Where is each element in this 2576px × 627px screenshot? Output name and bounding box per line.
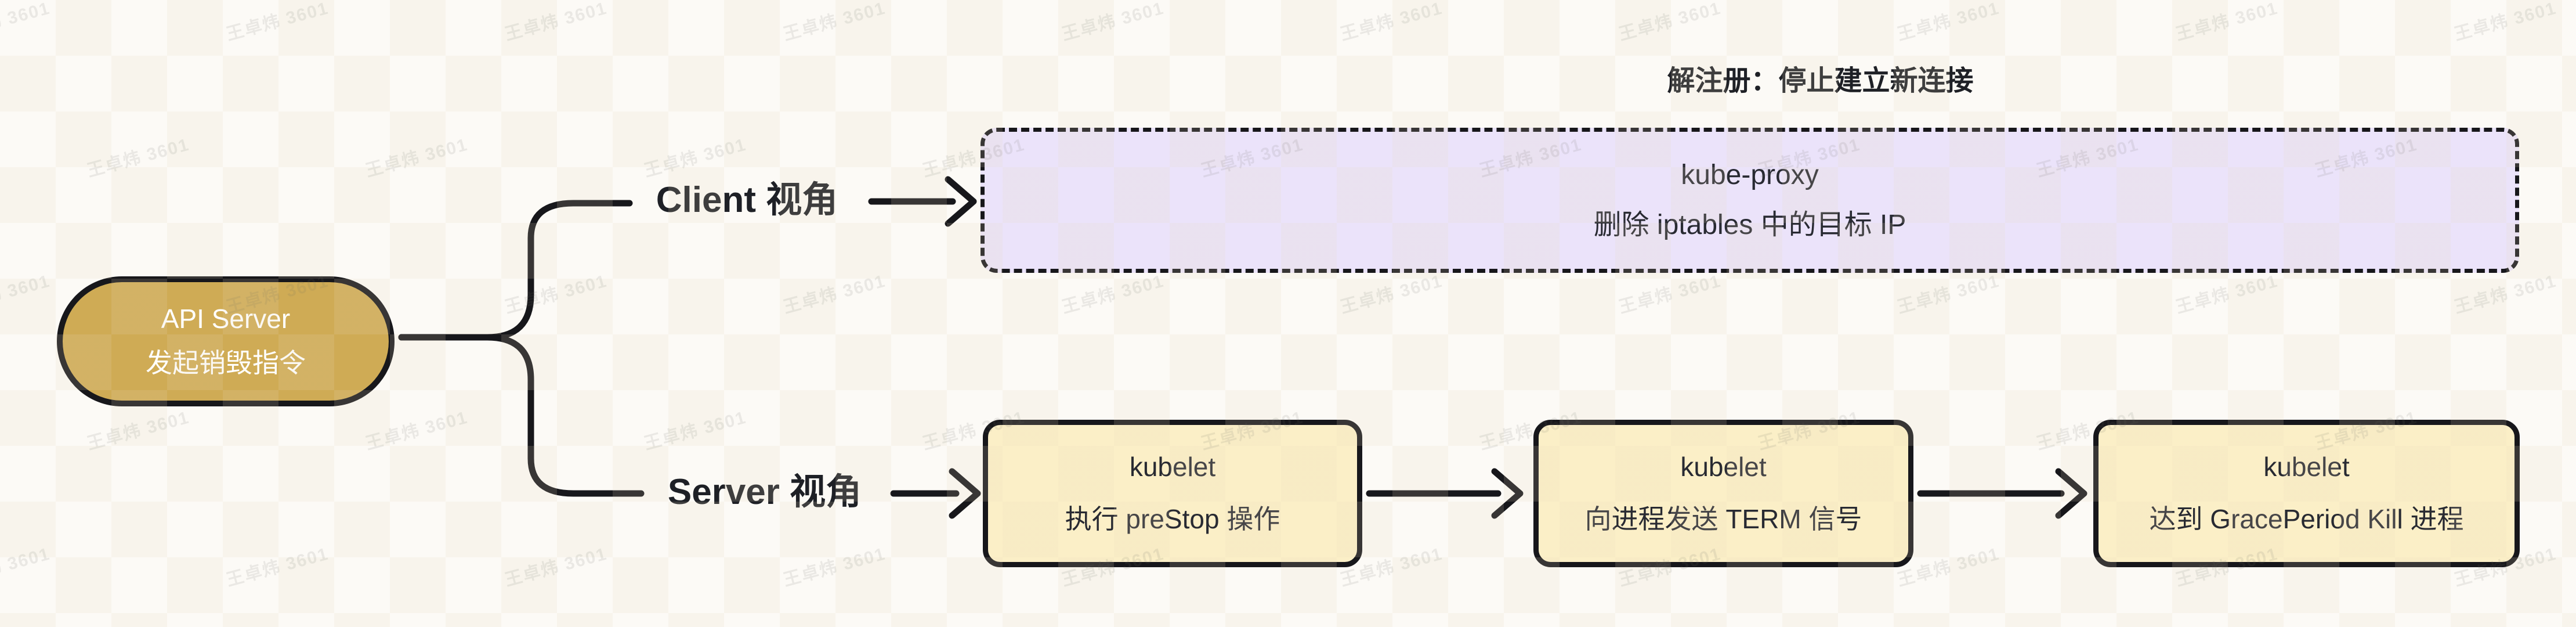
server-branch-label: Server 视角 [667,472,862,512]
server-arrow1-head [949,468,981,519]
server-arrow2-head [1491,468,1524,519]
branch-connector-upper [398,200,633,341]
api-server-node: API Server 发起销毁指令 [57,276,395,406]
kubelet-kill-box-title: kubelet [2263,452,2350,482]
kubelet-kill-box-detail: 达到 GracePeriod Kill 进程 [2149,504,2464,534]
client-arrow-head [945,176,977,227]
kubelet-kill-box: kubelet 达到 GracePeriod Kill 进程 [2093,420,2520,567]
kube-proxy-box: kube-proxy 删除 iptables 中的目标 IP [981,128,2519,273]
api-server-node-title: API Server [161,304,291,334]
kube-proxy-box-detail: 删除 iptables 中的目标 IP [1593,210,1906,240]
api-server-node-subtitle: 发起销毁指令 [146,348,306,378]
kubelet-term-box-title: kubelet [1680,452,1767,482]
branch-connector-lower [398,334,645,497]
deregister-annotation: 解注册：停止建立新连接 [1667,66,1974,96]
kubelet-prestop-box-title: kubelet [1129,452,1216,482]
kubelet-term-box: kubelet 向进程发送 TERM 信号 [1533,420,1913,567]
kube-proxy-box-title: kube-proxy [1681,160,1819,191]
server-arrow3-head [2055,468,2087,519]
client-branch-label: Client 视角 [656,180,838,220]
kubelet-prestop-box: kubelet 执行 preStop 操作 [983,420,1362,567]
kubelet-prestop-box-detail: 执行 preStop 操作 [1065,504,1280,534]
kubelet-term-box-detail: 向进程发送 TERM 信号 [1584,504,1862,534]
